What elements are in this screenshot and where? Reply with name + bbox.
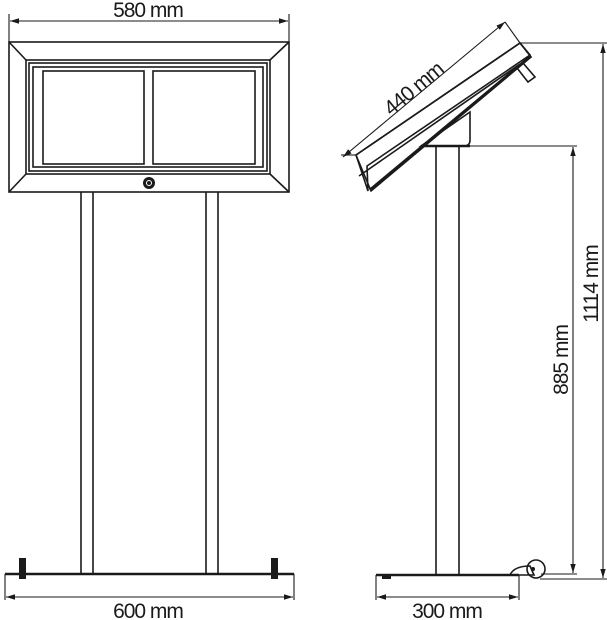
base-depth-label: 300 mm [412,600,482,620]
base-depth-dimension: 300 mm [377,594,518,620]
display-case-frame [8,41,290,193]
base-width-label: 600 mm [113,600,183,620]
lock-icon [143,177,155,189]
side-view: 440 mm 300 mm [341,21,607,620]
wheel-icon [508,559,546,579]
left-panel [42,70,145,165]
tilted-display-case [355,41,537,193]
left-foot [19,558,26,579]
width-dimension: 580 mm [8,0,290,42]
total-height-label: 1114 mm [580,245,603,323]
right-panel [152,70,256,165]
total-height-dimension: 1114 mm [520,42,607,580]
panel-length-label: 440 mm [380,57,449,120]
front-base [4,558,295,600]
posts [80,192,219,574]
front-view: 580 mm [4,0,295,620]
side-base [375,559,546,600]
right-foot [271,558,278,579]
base-width-dimension: 600 mm [6,594,293,620]
width-label: 580 mm [113,0,183,22]
post-height-label: 885 mm [550,325,573,395]
side-post [435,146,460,575]
handle-knob [515,61,537,84]
post-height-dimension: 885 mm [459,145,577,575]
mount-bracket [418,110,471,147]
